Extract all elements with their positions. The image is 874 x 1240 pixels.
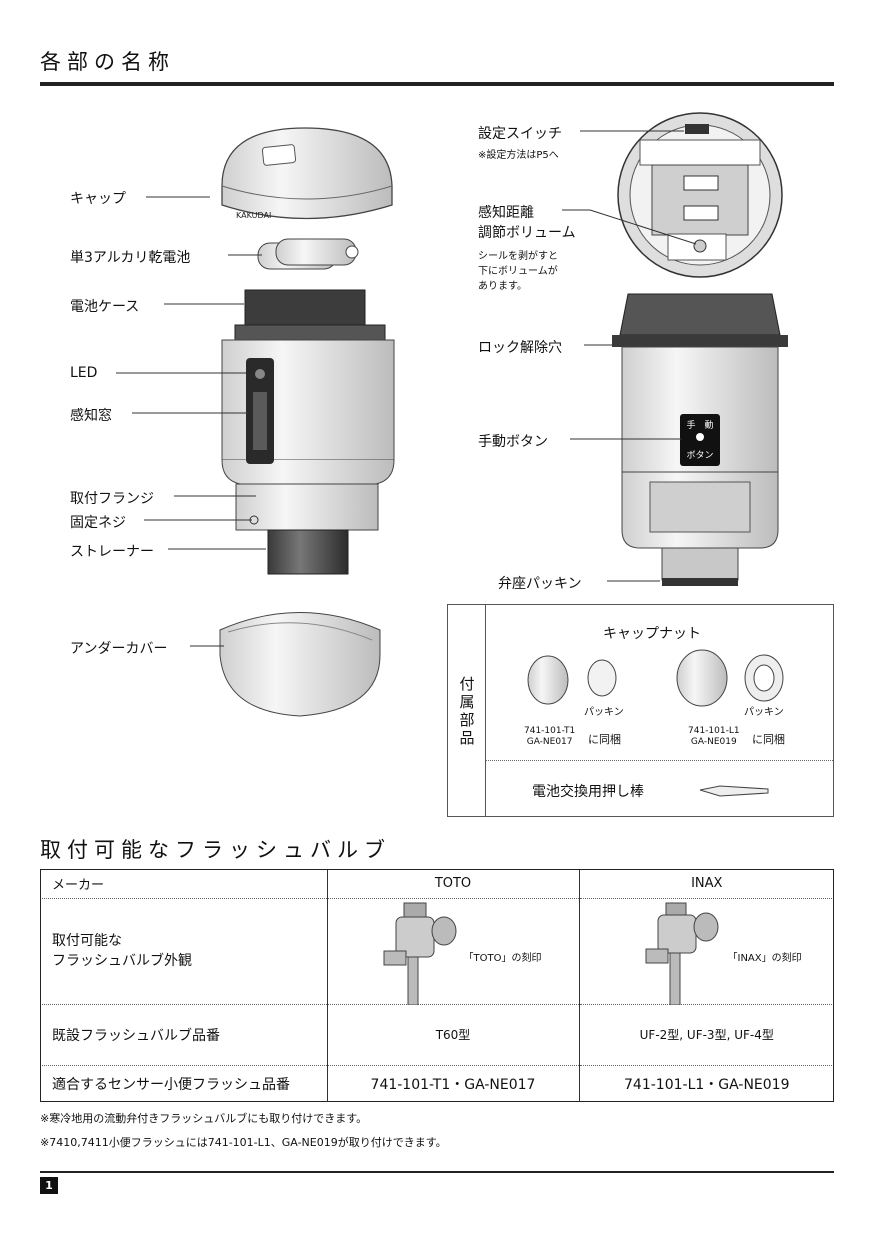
accessories-side: 付 属 部 品 [448, 605, 486, 816]
toto-mark: 「TOTO」の刻印 [463, 952, 542, 964]
bundled-b: に同梱 [752, 733, 785, 746]
header-maker: メーカー [40, 869, 328, 899]
label-led: LED [70, 365, 98, 381]
battery-drawing [257, 238, 359, 270]
appearance-label-1: 取付可能な [52, 933, 122, 949]
inax-valve-cell: 「INAX」の刻印 [579, 898, 834, 1005]
inax-valve-drawing [645, 902, 718, 1005]
row-compatible-label: 適合するセンサー小便フラッシュ品番 [40, 1065, 328, 1102]
button-face-line2: ボタン [686, 451, 714, 461]
svg-text:KAKUDAI: KAKUDAI [236, 211, 271, 220]
label-valve-packing: 弁座パッキン [498, 576, 582, 592]
model-a: 741-101-T1 GA-NE017 [524, 726, 575, 748]
cap-drawing: KAKUDAI [221, 127, 393, 220]
table-row: メーカー TOTO INAX [40, 869, 834, 899]
row-existing-label: 既設フラッシュバルブ品番 [40, 1004, 328, 1066]
label-manual-button: 手動ボタン [478, 434, 548, 450]
model-b-2: GA-NE019 [690, 737, 737, 747]
bottom-rule [40, 1171, 834, 1173]
page-number: 1 [40, 1177, 58, 1194]
push-rod-label: 電池交換用押し棒 [532, 784, 644, 800]
label-lock-hole: ロック解除穴 [478, 340, 562, 356]
side-char: 属 [459, 693, 475, 711]
existing-toto: T60型 [327, 1004, 580, 1066]
label-set-screw: 固定ネジ [70, 515, 126, 531]
label-distance-volume-2: 調節ボリューム [478, 225, 576, 241]
label-distance-volume-1: 感知距離 [478, 205, 534, 221]
label-sensor-window: 感知窓 [70, 408, 112, 424]
model-b: 741-101-L1 GA-NE019 [688, 726, 740, 748]
compatible-inax: 741-101-L1・GA-NE019 [624, 1076, 790, 1093]
packing-b-label: パッキン [744, 707, 784, 718]
accessories-box: 付 属 部 品 キャップナット パッキン パッキン 741-101-T1 GA-… [447, 604, 834, 817]
label-flange: 取付フランジ [70, 491, 154, 507]
table-row: 既設フラッシュバルブ品番 T60型 UF-2型, UF-3型, UF-4型 [40, 1004, 834, 1066]
bundled-a: に同梱 [588, 733, 621, 746]
section-title-parts: 各部の名称 [40, 50, 175, 74]
section-title-flush-valve: 取付可能なフラッシュバルブ [40, 838, 391, 862]
accessories-divider [486, 760, 833, 761]
section-rule [40, 82, 834, 86]
note-setting: ※設定方法はP5へ [478, 150, 559, 161]
note-seal-2: 下にボリュームが [478, 266, 558, 277]
under-cover-drawing [219, 612, 381, 717]
appearance-label-2: フラッシュバルブ外観 [52, 953, 192, 969]
packing-a-label: パッキン [584, 707, 624, 718]
footnote-1: ※寒冷地用の流動弁付きフラッシュバルブにも取り付けできます。 [40, 1112, 368, 1125]
top-view-drawing [617, 112, 783, 278]
label-battery-case: 電池ケース [70, 299, 140, 315]
existing-inax: UF-2型, UF-3型, UF-4型 [579, 1004, 834, 1066]
table-row: 取付可能な フラッシュバルブ外観 「TOTO」の刻印 「INAX」の刻印 [40, 898, 834, 1005]
label-strainer: ストレーナー [70, 544, 154, 560]
side-char: 付 [459, 675, 475, 693]
note-seal-1: シールを剥がすと [478, 251, 558, 262]
button-face-line1: 手 動 [686, 421, 714, 431]
toto-valve-drawing [383, 902, 456, 1005]
side-char: 部 [459, 711, 475, 729]
footnote-2: ※7410,7411小便フラッシュには741-101-L1、GA-NE019が取… [40, 1136, 447, 1149]
row-appearance-label: 取付可能な フラッシュバルブ外観 [40, 898, 328, 1005]
inax-mark: 「INAX」の刻印 [727, 952, 802, 964]
compatible-toto: 741-101-T1・GA-NE017 [327, 1065, 580, 1102]
label-battery: 単3アルカリ乾電池 [70, 250, 191, 266]
label-under-cover: アンダーカバー [70, 641, 168, 657]
main-body-drawing [221, 289, 395, 575]
parts-diagram: KAKUDAI [116, 112, 788, 797]
side-body-drawing [612, 293, 788, 586]
toto-valve-cell: 「TOTO」の刻印 [327, 898, 580, 1005]
cap-nut-title: キャップナット [603, 626, 701, 642]
table-row: 適合するセンサー小便フラッシュ品番 741-101-T1・GA-NE017 74… [40, 1065, 834, 1102]
model-a-2: GA-NE017 [526, 737, 573, 747]
side-char: 品 [459, 729, 475, 747]
model-a-1: 741-101-T1 [524, 726, 576, 736]
header-inax: INAX [579, 869, 834, 899]
leader-lines [116, 130, 697, 647]
model-b-1: 741-101-L1 [688, 726, 740, 736]
flush-valve-table: メーカー TOTO INAX 取付可能な フラッシュバルブ外観 「TOTO」の刻… [40, 869, 834, 1102]
accessory-drawings [527, 649, 784, 797]
note-seal-3: あります。 [478, 281, 527, 292]
label-setting-switch: 設定スイッチ [478, 126, 562, 142]
label-cap: キャップ [70, 191, 126, 207]
header-toto: TOTO [327, 869, 580, 899]
